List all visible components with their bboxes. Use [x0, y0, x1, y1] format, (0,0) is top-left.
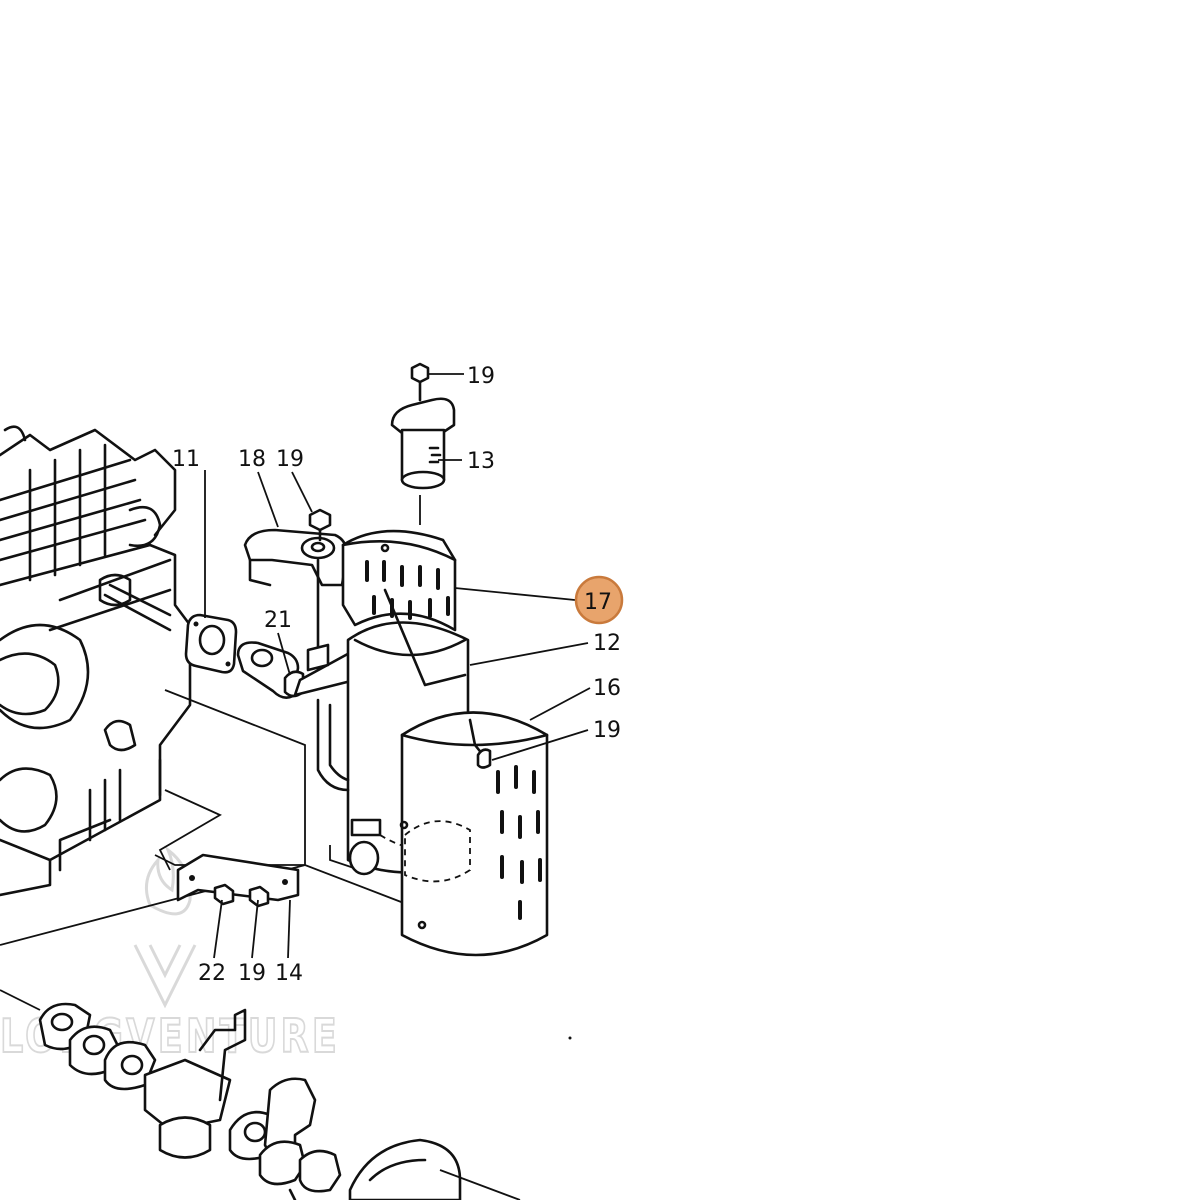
callout-17[interactable]: 17	[584, 590, 612, 615]
callout-19-guard[interactable]: 19	[593, 718, 621, 743]
muffler-bracket-upper	[243, 528, 357, 697]
callout-16[interactable]: 16	[593, 676, 621, 701]
carburetor-assembly	[38, 1002, 521, 1200]
callout-12[interactable]: 12	[593, 631, 621, 656]
callout-18[interactable]: 18	[238, 447, 266, 472]
callout-19-bolt[interactable]: 19	[276, 447, 304, 472]
bolt-bracket-top	[308, 508, 332, 542]
leader-lines	[204, 373, 591, 959]
callout-19-bracket[interactable]: 19	[238, 961, 266, 986]
exhaust-gasket	[184, 613, 238, 674]
callout-22[interactable]: 22	[198, 961, 226, 986]
muffler-bracket-lower	[176, 853, 300, 908]
callout-labels: 19 13 11 18 19 17 12 21 16 19 22 19 14	[172, 364, 621, 986]
callout-17-highlight[interactable]	[574, 575, 624, 625]
tail-pipe	[390, 362, 456, 525]
engine-block	[0, 425, 192, 897]
exhaust-elbow	[236, 641, 305, 699]
callout-13[interactable]: 13	[467, 449, 495, 474]
muffler-heat-shield	[341, 529, 457, 632]
callout-14[interactable]: 14	[275, 961, 303, 986]
callout-11[interactable]: 11	[172, 447, 200, 472]
callout-21[interactable]: 21	[264, 608, 292, 633]
callout-19-top[interactable]: 19	[467, 364, 495, 389]
muffler-guard	[399, 711, 549, 957]
